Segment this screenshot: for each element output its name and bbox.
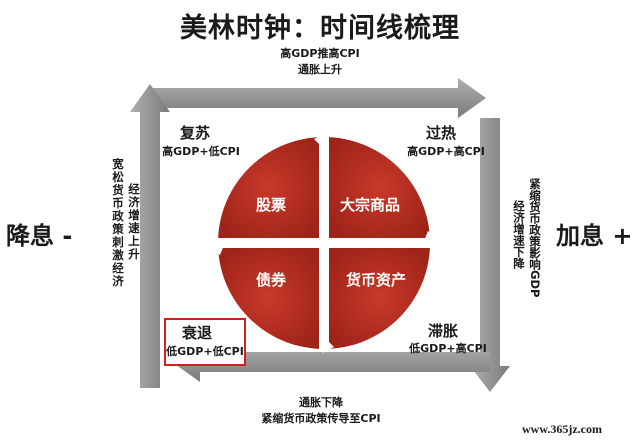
diagram-title: 美林时钟：时间线梳理 xyxy=(180,13,460,44)
qarrow-bottom xyxy=(322,341,334,353)
quadrant-bottom-right xyxy=(329,248,430,349)
quadrant-circle xyxy=(212,133,436,353)
stage-recession-cond: 低GDP+低CPI xyxy=(166,345,244,358)
rate-hike-label: 加息 + xyxy=(556,222,633,250)
left-arrow xyxy=(130,84,170,388)
stage-recovery-cond: 高GDP+低CPI xyxy=(162,145,240,158)
qarrow-top xyxy=(314,133,326,145)
right-edge-col1: 紧缩货币政策影响GDP xyxy=(528,178,542,298)
left-edge-col2: 经济增速上升 xyxy=(128,182,140,261)
bottom-edge-line2: 紧缩货币政策传导至CPI xyxy=(261,412,381,425)
quadrant-bottom-left xyxy=(218,248,319,349)
stage-stagflation-name: 滞胀 xyxy=(428,322,459,340)
top-arrow xyxy=(150,78,486,118)
bottom-edge-line1: 通胀下降 xyxy=(299,396,343,409)
right-arrow xyxy=(470,118,510,392)
right-edge-col2: 经济增速下降 xyxy=(512,200,526,269)
quadrant-label-bonds: 债券 xyxy=(256,271,287,289)
bottom-arrow xyxy=(172,342,490,382)
recession-highlight-box: 衰退 低GDP+低CPI xyxy=(164,318,246,366)
quadrant-label-stocks: 股票 xyxy=(256,196,287,214)
watermark: www.365jz.com xyxy=(522,422,602,436)
rate-cut-label: 降息 - xyxy=(6,222,73,250)
qarrow-left xyxy=(212,245,224,255)
quadrant-label-commodities: 大宗商品 xyxy=(340,196,401,214)
qarrow-right xyxy=(424,231,436,241)
top-edge-line2: 通胀上升 xyxy=(298,63,342,76)
top-edge-line1: 高GDP推高CPI xyxy=(280,47,360,60)
stage-recession-name: 衰退 xyxy=(182,324,213,342)
left-edge-col1: 宽松货币政策刺激经济 xyxy=(112,157,124,288)
stage-stagflation-cond: 低GDP+高CPI xyxy=(409,342,487,355)
stage-overheat-name: 过热 xyxy=(426,124,457,142)
stage-recovery-name: 复苏 xyxy=(180,124,211,142)
stage-overheat-cond: 高GDP+高CPI xyxy=(407,145,485,158)
quadrant-label-cash: 货币资产 xyxy=(346,271,407,289)
quadrant-top-left xyxy=(218,137,319,238)
quadrant-top-right xyxy=(329,137,430,238)
